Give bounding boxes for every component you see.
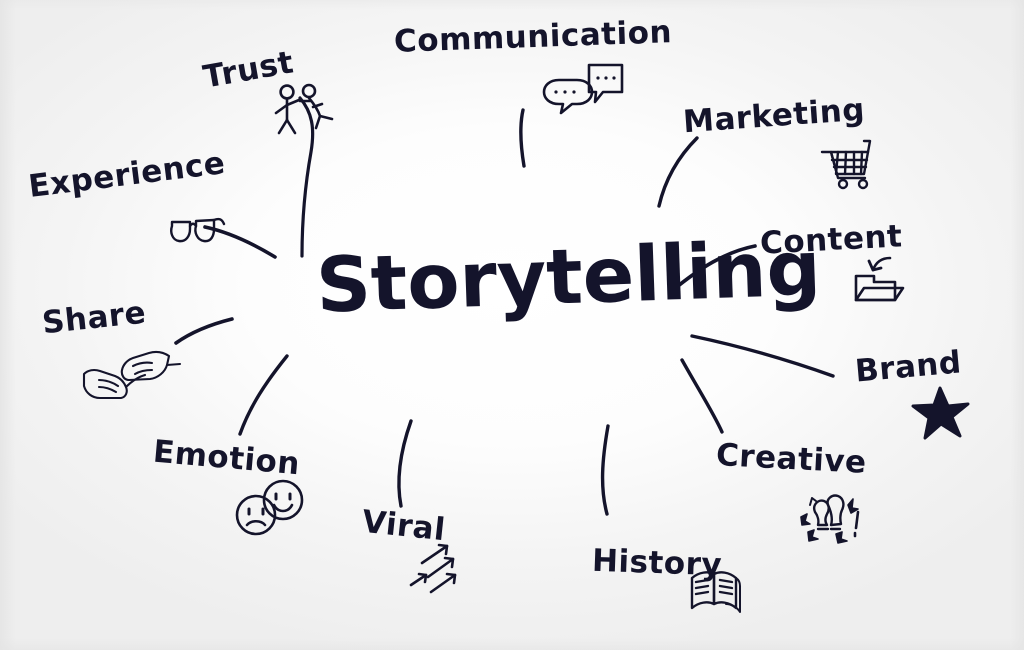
upward-arrows-icon [409,543,457,594]
star-icon [911,386,970,440]
folder-arrow-icon [854,256,905,302]
center-topic-label: Storytelling [314,223,823,330]
shopping-cart-icon [820,139,872,190]
node-label-content: Content [759,218,904,262]
node-label-history: History [591,542,723,584]
idea-sparkle-icon [800,494,860,544]
two-stick-figures-icon [274,83,334,135]
passing-hands-icon [82,350,182,400]
smiley-sad-faces-icon [235,479,304,536]
speech-bubbles-icon [542,63,624,115]
